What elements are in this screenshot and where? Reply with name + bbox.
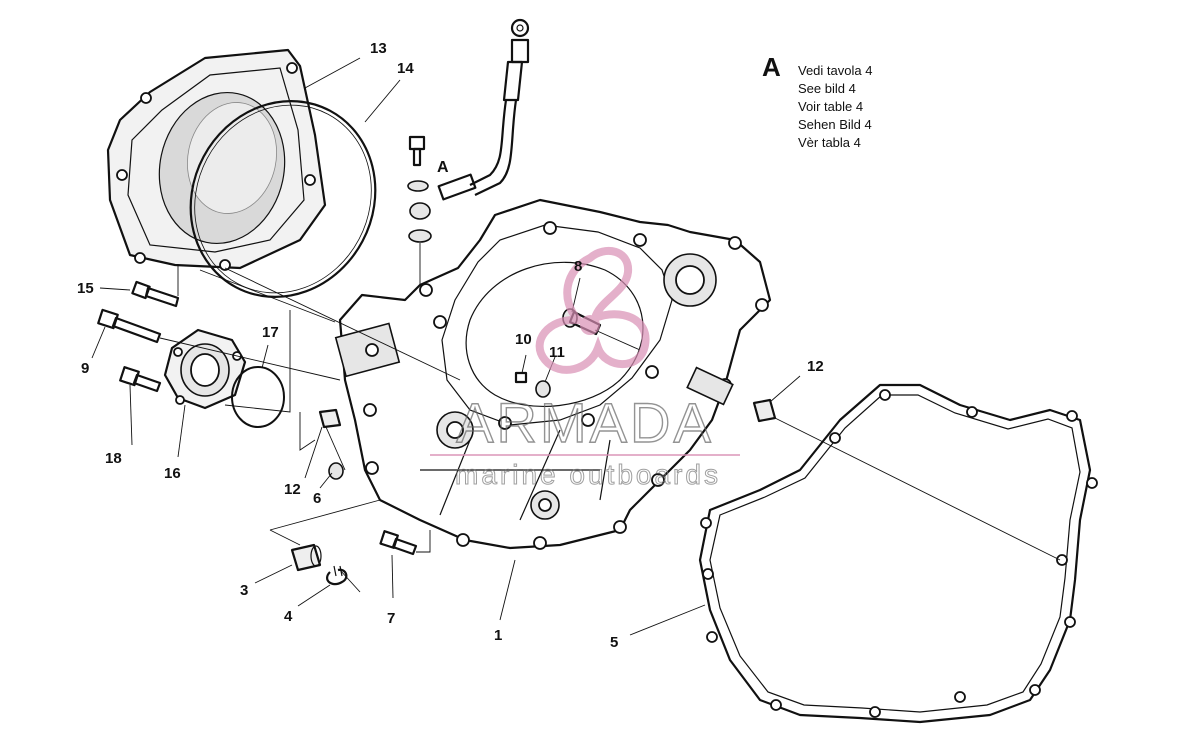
o-ring-14 (189, 100, 377, 298)
watermark-brand: ARMADA (456, 391, 714, 454)
washer-11 (535, 380, 551, 398)
callout-1: 1 (494, 627, 502, 644)
legend-line-5: Vèr tabla 4 (798, 135, 861, 150)
callout-10: 10 (515, 331, 532, 348)
legend-line-3: Voir table 4 (798, 99, 863, 114)
main-clutch-cover (334, 198, 772, 550)
callout-12-left: 12 (284, 481, 301, 498)
callout-12-right: 12 (807, 358, 824, 375)
callout-13: 13 (370, 40, 387, 57)
legend: A Vedi tavola 4 See bild 4 Voir table 4 … (762, 52, 872, 150)
legend-line-2: See bild 4 (798, 81, 856, 96)
callout-8: 8 (574, 258, 582, 275)
callout-17: 17 (262, 324, 279, 341)
screw-7 (379, 530, 418, 556)
callout-4: 4 (284, 608, 293, 625)
o-ring-17 (231, 366, 285, 428)
legend-letter: A (762, 52, 781, 82)
inspection-cap-16 (163, 328, 247, 410)
callout-leaders (91, 57, 801, 636)
dowel-12-right (752, 398, 777, 423)
callout-numbers: 13 14 A 15 9 17 18 16 12 6 3 4 7 1 5 8 1… (77, 40, 824, 651)
banjo-bolt-and-washers (407, 135, 432, 243)
screw-15 (131, 280, 180, 308)
callout-11: 11 (549, 344, 565, 361)
clip-4 (326, 565, 348, 586)
dowel-12-left (318, 408, 342, 429)
callout-A: A (437, 159, 449, 176)
screw-9 (97, 308, 162, 344)
callout-14: 14 (397, 60, 414, 77)
screw-10 (514, 371, 528, 384)
callout-9: 9 (81, 360, 89, 377)
screw-18 (119, 366, 162, 393)
watermark-tagline: marine outboards (455, 459, 721, 490)
callout-6: 6 (313, 490, 321, 507)
callout-15: 15 (77, 280, 94, 297)
callout-3: 3 (240, 582, 248, 599)
watermark-propeller-logo (535, 246, 650, 374)
watermark: ARMADA marine outboards (430, 246, 740, 491)
callout-7: 7 (387, 610, 395, 627)
callout-5: 5 (610, 634, 618, 651)
cover-gasket (698, 383, 1098, 724)
assembly-guide-lines (159, 243, 1061, 593)
callout-16: 16 (164, 465, 181, 482)
banjo-hose (409, 18, 530, 220)
outer-clutch-cover (106, 48, 327, 271)
legend-line-4: Sehen Bild 4 (798, 117, 872, 132)
callout-18: 18 (105, 450, 122, 467)
washer-6 (328, 462, 344, 480)
legend-line-1: Vedi tavola 4 (798, 63, 872, 78)
bushing-3 (290, 543, 322, 572)
